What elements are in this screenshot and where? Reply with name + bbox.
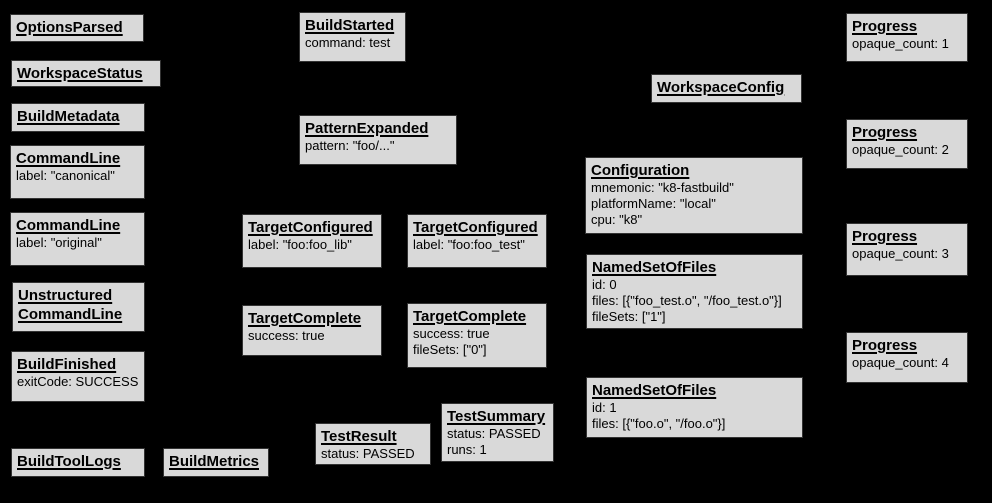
node-title: Configuration [591, 162, 690, 179]
node-field: exitCode: SUCCESS [17, 374, 139, 389]
event-node-buildmetadata: BuildMetadata [11, 103, 145, 132]
node-title: TargetComplete [413, 308, 527, 325]
node-title: Unstructured [18, 287, 113, 304]
node-title: WorkspaceConfig [657, 79, 785, 96]
node-field: success: true [413, 326, 490, 341]
node-field: id: 0 [592, 277, 617, 292]
node-title: CommandLine [16, 150, 121, 167]
node-field: pattern: "foo/..." [305, 138, 395, 153]
node-title: WorkspaceStatus [17, 65, 143, 82]
node-title: Progress [852, 337, 918, 354]
node-field: command: test [305, 35, 391, 50]
node-title: CommandLine [18, 306, 123, 323]
node-title: OptionsParsed [16, 19, 123, 36]
event-node-buildtoollogs: BuildToolLogs [11, 448, 145, 477]
event-node-optionsparsed: OptionsParsed [10, 14, 144, 42]
node-field: status: PASSED [447, 426, 541, 441]
node-field: status: PASSED [321, 446, 415, 461]
node-title: TargetConfigured [413, 219, 538, 236]
node-field: fileSets: ["0"] [413, 342, 487, 357]
event-node-buildmetrics: BuildMetrics [163, 448, 269, 477]
node-field: id: 1 [592, 400, 617, 415]
node-field: cpu: "k8" [591, 212, 643, 227]
node-field: label: "canonical" [16, 168, 115, 183]
node-field: files: [{"foo.o", "/foo.o"}] [592, 416, 726, 431]
node-field: label: "foo:foo_test" [413, 237, 525, 252]
node-field: label: "original" [16, 235, 102, 250]
node-title: PatternExpanded [305, 120, 429, 137]
node-field: platformName: "local" [591, 196, 716, 211]
node-title: TestSummary [447, 408, 546, 425]
node-title: TargetConfigured [248, 219, 373, 236]
node-field: opaque_count: 2 [852, 142, 949, 157]
node-field: success: true [248, 328, 325, 343]
node-field: opaque_count: 1 [852, 36, 949, 51]
node-field: mnemonic: "k8-fastbuild" [591, 180, 734, 195]
node-field: opaque_count: 4 [852, 355, 949, 370]
node-title: TargetComplete [248, 310, 362, 327]
node-title: TestResult [321, 428, 397, 445]
node-field: opaque_count: 3 [852, 246, 949, 261]
node-field: runs: 1 [447, 442, 487, 457]
node-title: NamedSetOfFiles [592, 259, 717, 276]
event-node-workspacestatus: WorkspaceStatus [11, 60, 161, 87]
node-title: NamedSetOfFiles [592, 382, 717, 399]
node-title: CommandLine [16, 217, 121, 234]
node-field: fileSets: ["1"] [592, 309, 666, 324]
node-title: BuildMetadata [17, 108, 120, 125]
event-node-workspaceconfig: WorkspaceConfig [651, 74, 802, 103]
node-title: BuildFinished [17, 356, 117, 373]
node-field: files: [{"foo_test.o", "/foo_test.o"}] [592, 293, 782, 308]
node-title: Progress [852, 228, 918, 245]
node-title: Progress [852, 18, 918, 35]
node-title: BuildToolLogs [17, 453, 121, 470]
node-title: BuildStarted [305, 17, 395, 34]
node-field: label: "foo:foo_lib" [248, 237, 352, 252]
node-title: Progress [852, 124, 918, 141]
node-title: BuildMetrics [169, 453, 260, 470]
